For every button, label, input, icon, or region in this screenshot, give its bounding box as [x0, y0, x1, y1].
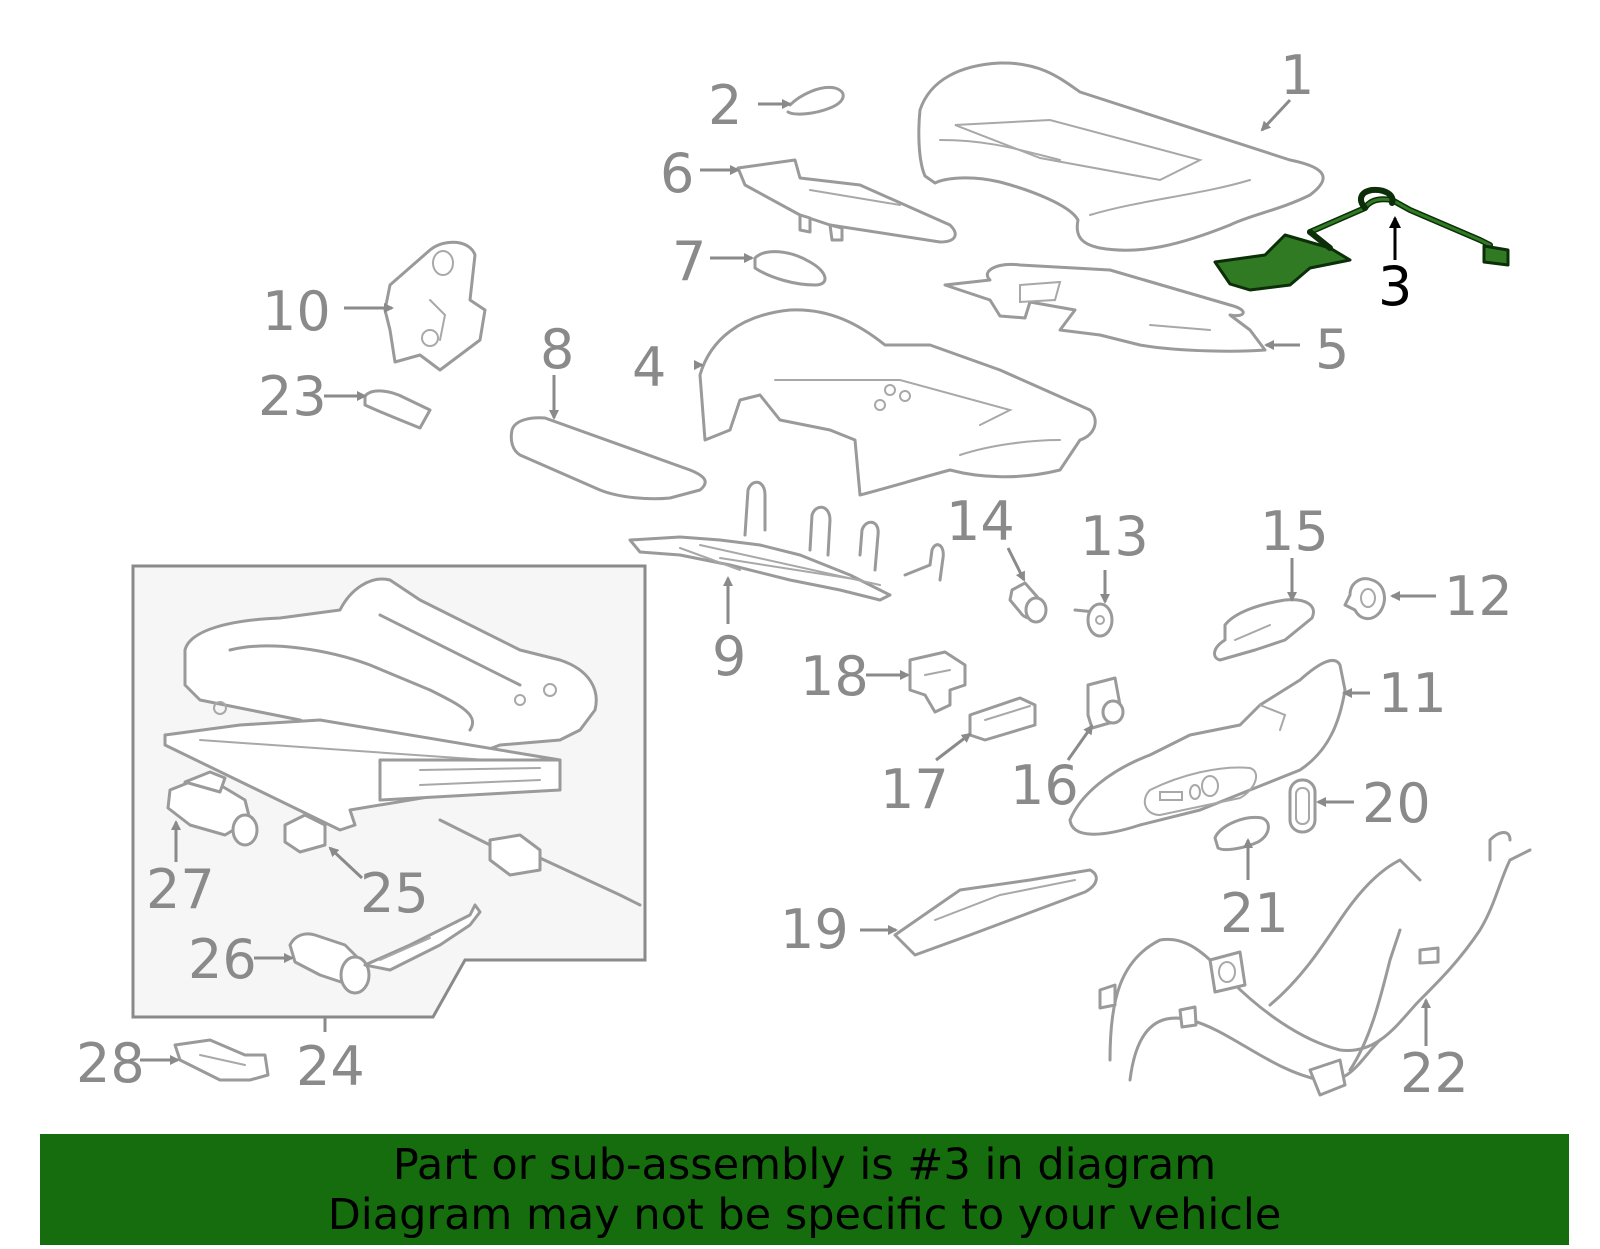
callout-14: 14: [946, 490, 1015, 553]
part-12-nut: [1343, 577, 1386, 620]
info-banner: Part or sub-assembly is #3 in diagram Di…: [40, 1134, 1569, 1245]
part-14-grommet: [1008, 581, 1048, 624]
callout-19: 19: [780, 898, 849, 961]
callout-16: 16: [1010, 754, 1079, 817]
callout-23: 23: [258, 365, 327, 428]
part-23-pad: [363, 389, 432, 430]
part-2-clip: [786, 85, 845, 116]
banner-line-2: Diagram may not be specific to your vehi…: [327, 1190, 1282, 1240]
part-16-switch: [1086, 676, 1125, 730]
part-1-seat-cushion: [917, 61, 1325, 252]
callout-18: 18: [800, 645, 869, 708]
part-28-pad: [173, 1038, 270, 1082]
callout-9: 9: [712, 625, 746, 688]
part-20-ring: [1288, 778, 1317, 834]
part-11-side-shield: [1068, 659, 1347, 836]
part-9-spring-frame: [628, 480, 945, 602]
part-10-side-bracket: [383, 240, 487, 372]
part-22-wiring-harness: [1098, 831, 1532, 1097]
callout-15: 15: [1260, 500, 1329, 563]
part-24-seat-frame: [163, 577, 598, 832]
part-8-bolster-pad: [509, 416, 707, 501]
part-3-harness-highlighted: [1213, 186, 1510, 292]
callout-21: 21: [1220, 882, 1289, 945]
callout-17: 17: [880, 758, 949, 821]
part-25-bracket: [283, 813, 327, 854]
part-4-cushion-pad: [698, 308, 1097, 497]
inset-drive-cable: [438, 818, 642, 907]
callout-2: 2: [708, 74, 742, 137]
part-27-motor: [166, 770, 259, 847]
part-26-motor: [288, 903, 482, 995]
callout-6: 6: [660, 142, 694, 205]
banner-line-1: Part or sub-assembly is #3 in diagram: [392, 1140, 1217, 1190]
callout-3[interactable]: 3: [1378, 255, 1412, 318]
callout-12: 12: [1444, 565, 1513, 628]
callout-4: 4: [632, 336, 666, 399]
callout-22: 22: [1400, 1042, 1469, 1105]
part-6-bracket: [736, 158, 957, 244]
callout-7: 7: [672, 230, 706, 293]
callout-24: 24: [296, 1035, 365, 1098]
part-7-pad: [753, 250, 827, 287]
callout-8: 8: [540, 318, 574, 381]
callout-13: 13: [1080, 505, 1149, 568]
callout-labels: 1 2 3 4 5 6 7 8 9 10 11 12 13 14 15 16 1…: [76, 44, 1513, 1105]
part-21-cap: [1213, 815, 1270, 852]
callout-27: 27: [146, 858, 215, 921]
part-17-connector: [968, 696, 1037, 742]
part-19-trim: [893, 868, 1098, 957]
callout-28: 28: [76, 1032, 145, 1095]
leader-lines: [140, 98, 1436, 1065]
callout-25: 25: [360, 862, 429, 925]
callout-10: 10: [262, 280, 331, 343]
part-15-cover: [1213, 598, 1315, 662]
part-18-connector: [908, 650, 967, 714]
part-5-mat: [943, 262, 1267, 353]
callout-1: 1: [1280, 44, 1314, 107]
callout-11: 11: [1378, 662, 1447, 725]
part-13-bolt: [1073, 602, 1114, 638]
callout-20: 20: [1362, 772, 1431, 835]
callout-5: 5: [1315, 318, 1349, 381]
callout-26: 26: [188, 928, 257, 991]
